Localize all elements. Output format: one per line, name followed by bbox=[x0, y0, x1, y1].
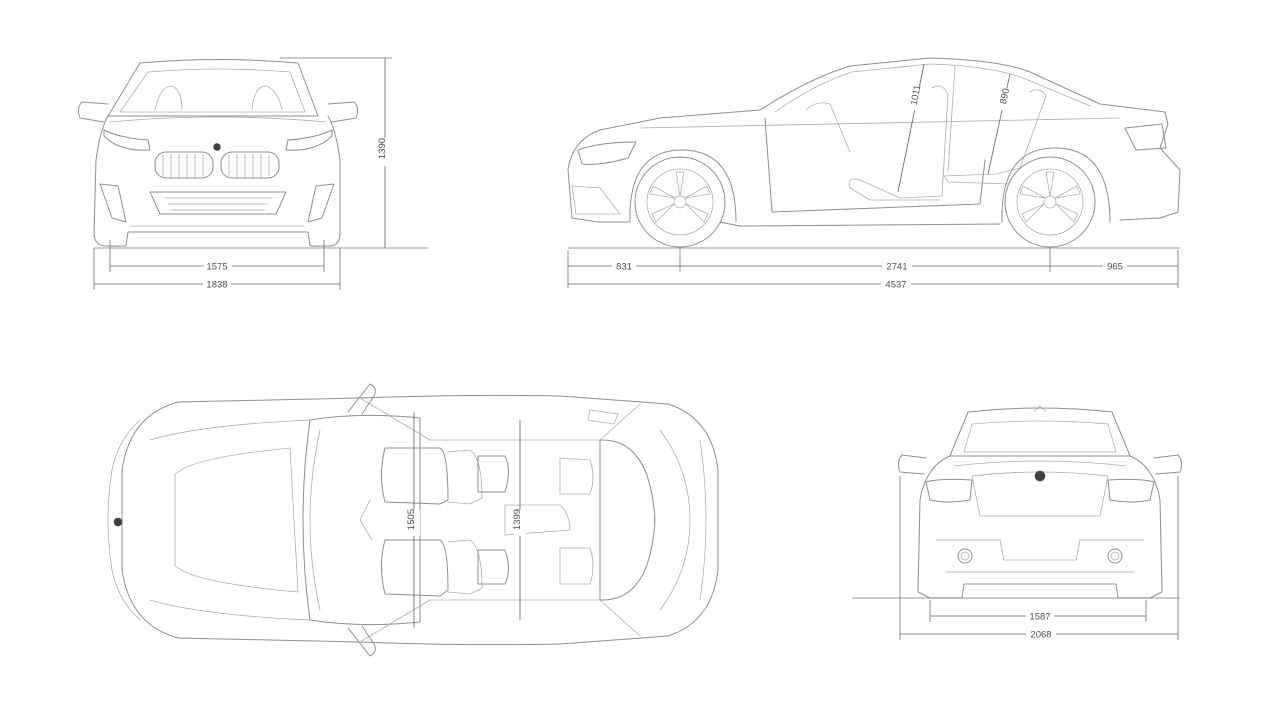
rear-headroom-label: 890 bbox=[998, 87, 1012, 105]
front-overhang-label: 831 bbox=[616, 262, 632, 273]
overall-width-label: 1838 bbox=[206, 280, 227, 291]
wheelbase-label: 2741 bbox=[886, 262, 907, 273]
front-track-label: 1575 bbox=[206, 262, 227, 273]
front-view: 1575 1838 1390 bbox=[77, 57, 428, 291]
rear-shoulder-width-label: 1399 bbox=[512, 509, 523, 530]
width-with-mirrors-label: 2068 bbox=[1030, 630, 1051, 641]
top-view-body bbox=[107, 383, 719, 657]
side-view-interior-dimensions: 1011 890 bbox=[897, 63, 1013, 193]
front-view-body bbox=[77, 59, 359, 247]
side-view-body bbox=[567, 57, 1181, 249]
rear-track-label: 1587 bbox=[1029, 612, 1050, 623]
rear-overhang-label: 965 bbox=[1107, 262, 1123, 273]
front-view-dimensions: 1575 1838 1390 bbox=[93, 57, 428, 291]
rear-view-body bbox=[852, 405, 1183, 599]
side-view-length-dimensions: 831 2741 965 4537 bbox=[567, 248, 1179, 291]
rear-view: 1587 2068 bbox=[852, 405, 1183, 641]
top-view-dimensions: 1505 1399 bbox=[406, 412, 526, 628]
rear-view-dimensions: 1587 2068 bbox=[899, 476, 1179, 641]
front-headroom-line bbox=[897, 63, 925, 193]
side-view: 1011 890 831 2741 965 4537 bbox=[567, 57, 1181, 291]
front-headroom-label: 1011 bbox=[909, 84, 924, 106]
overall-height-label: 1390 bbox=[377, 138, 388, 159]
top-view: 1505 1399 bbox=[107, 383, 719, 657]
front-shoulder-width-label: 1505 bbox=[406, 509, 417, 530]
overall-length-label: 4537 bbox=[885, 280, 906, 291]
